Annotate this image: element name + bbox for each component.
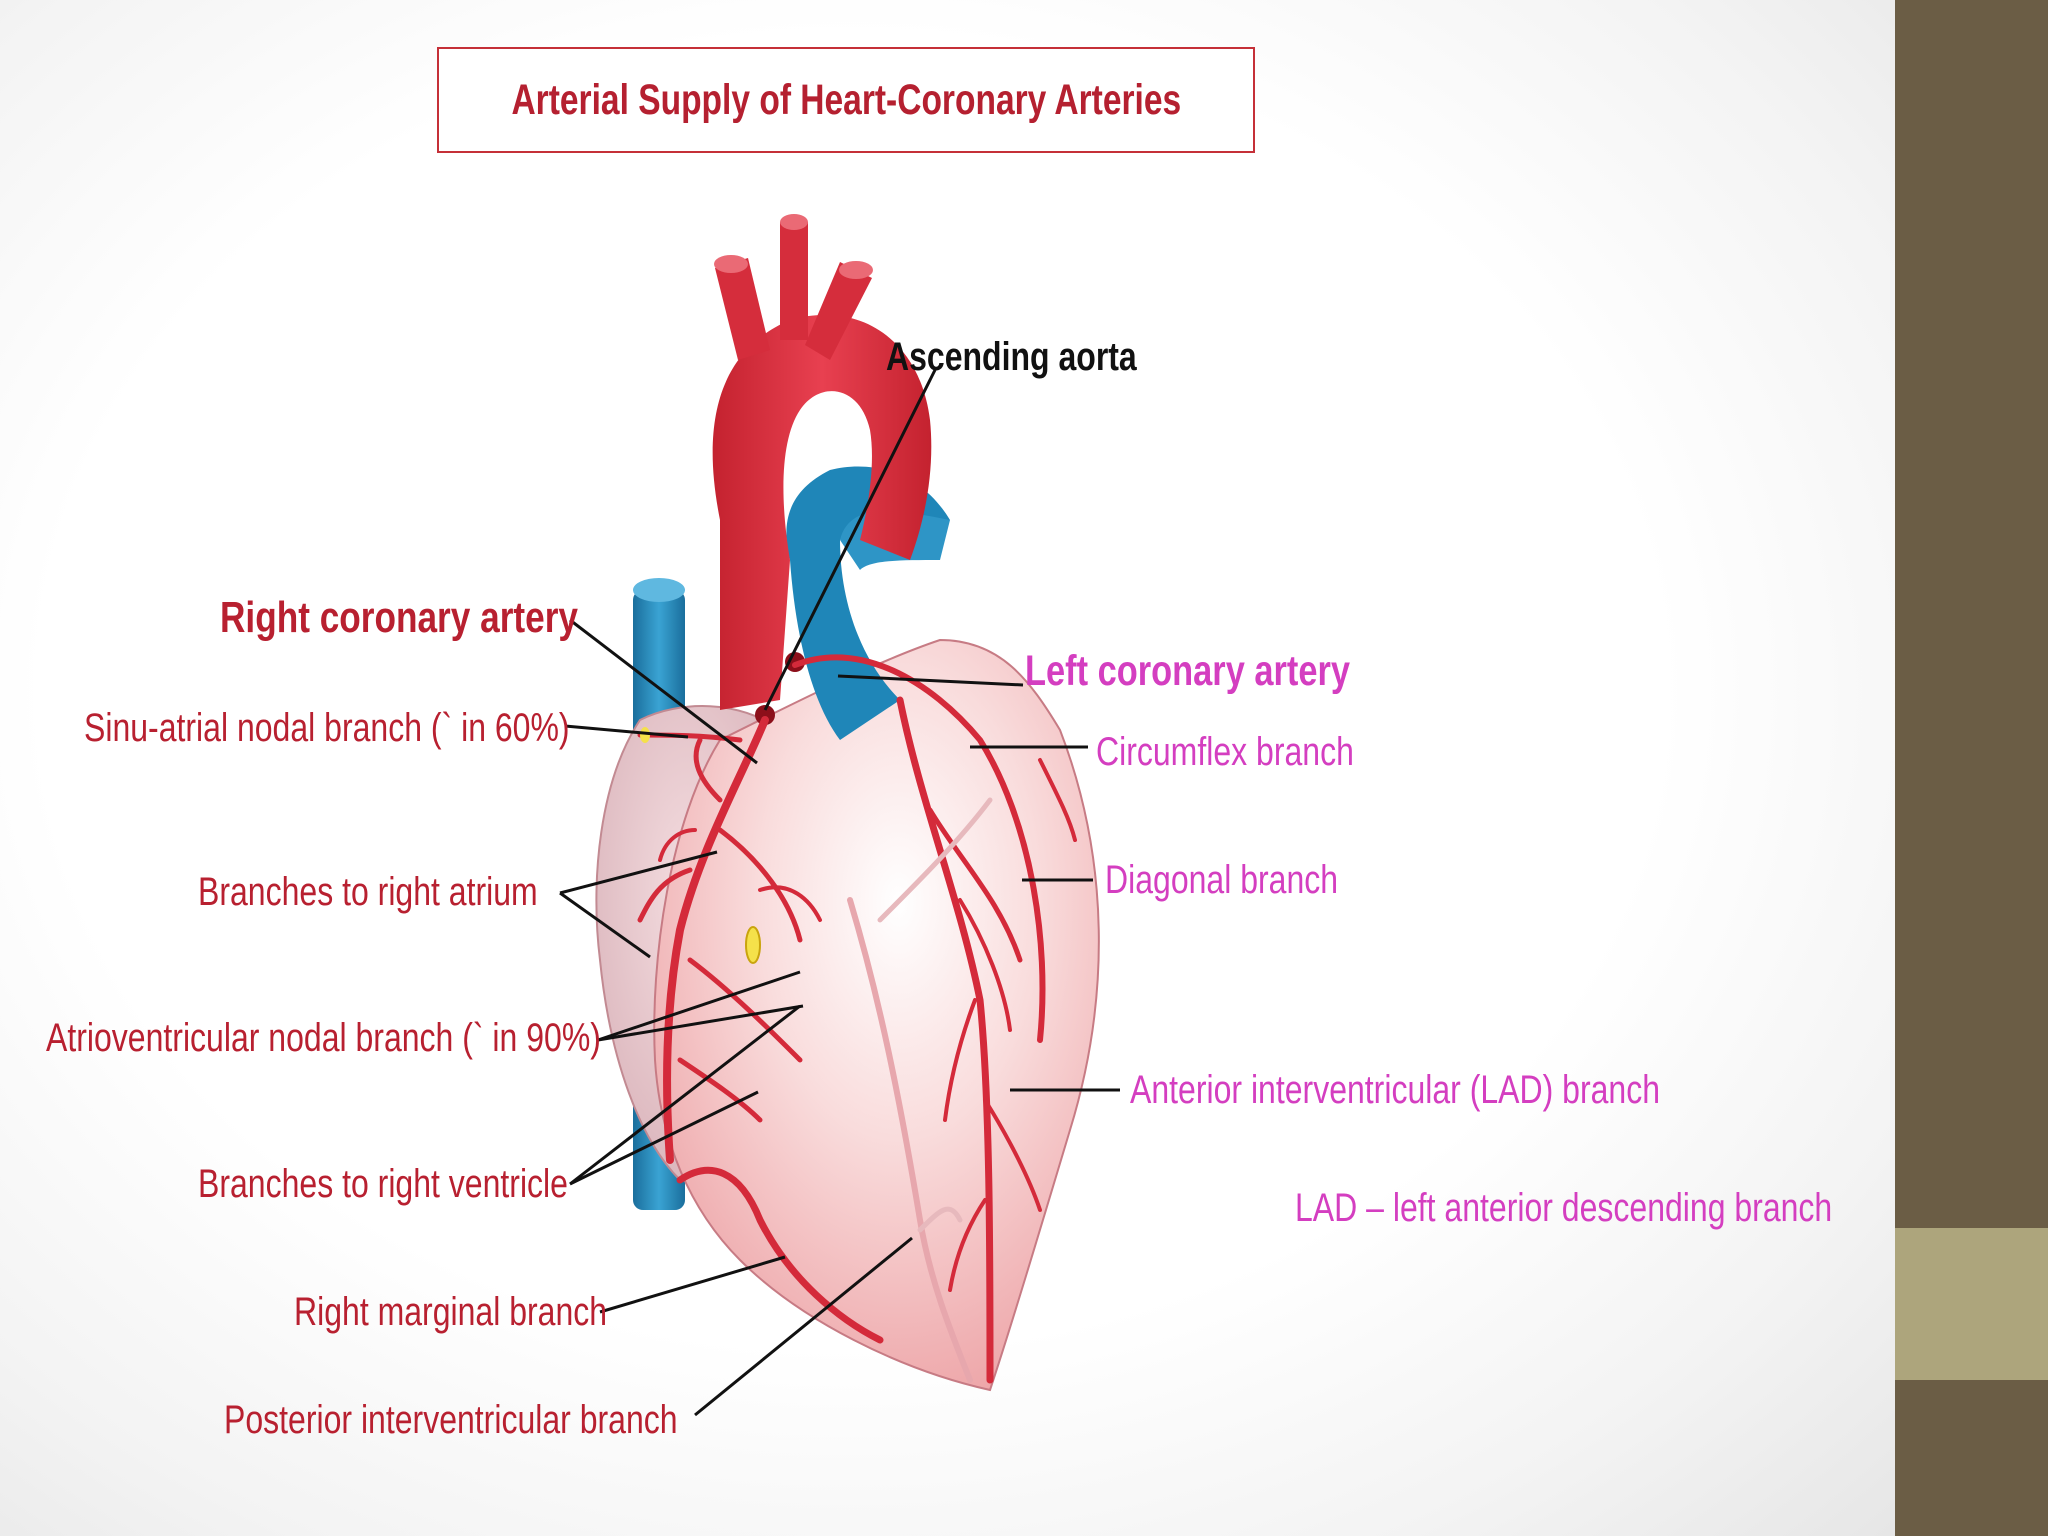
label-diagonal-branch: Diagonal branch <box>1105 858 1339 902</box>
label-right-marginal-branch: Right marginal branch <box>294 1290 608 1334</box>
label-lad-note: LAD – left anterior descending branch <box>1295 1186 1833 1230</box>
title-box: Arterial Supply of Heart-Coronary Arteri… <box>437 47 1255 153</box>
label-anterior-interventricular-branch: Anterior interventricular (LAD) branch <box>1130 1068 1660 1112</box>
sa-node-icon <box>640 727 650 743</box>
label-left-coronary-artery: Left coronary artery <box>1025 647 1351 695</box>
label-ascending-aorta: Ascending aorta <box>886 335 1137 379</box>
label-circumflex-branch: Circumflex branch <box>1096 730 1354 774</box>
faint-branches <box>877 797 993 1233</box>
label-posterior-interventricular-branch: Posterior interventricular branch <box>224 1398 678 1442</box>
label-branches-to-right-atrium: Branches to right atrium <box>198 870 538 914</box>
label-right-coronary-artery: Right coronary artery <box>220 593 578 642</box>
page-title: Arterial Supply of Heart-Coronary Arteri… <box>511 75 1181 124</box>
label-sinu-atrial-nodal-branch: Sinu-atrial nodal branch (` in 60%) <box>84 706 570 750</box>
heart-diagram <box>559 214 1120 1417</box>
label-branches-to-right-ventricle: Branches to right ventricle <box>198 1162 568 1206</box>
coronary-arteries <box>637 654 1077 1384</box>
sidebar-band <box>1895 1228 2048 1380</box>
posterior-interventricular-artery <box>847 897 973 1383</box>
label-atrioventricular-nodal-branch: Atrioventricular nodal branch (` in 90%) <box>46 1016 601 1060</box>
av-node-icon <box>745 926 761 964</box>
aorta <box>712 214 932 725</box>
leader-lines <box>559 369 1120 1417</box>
